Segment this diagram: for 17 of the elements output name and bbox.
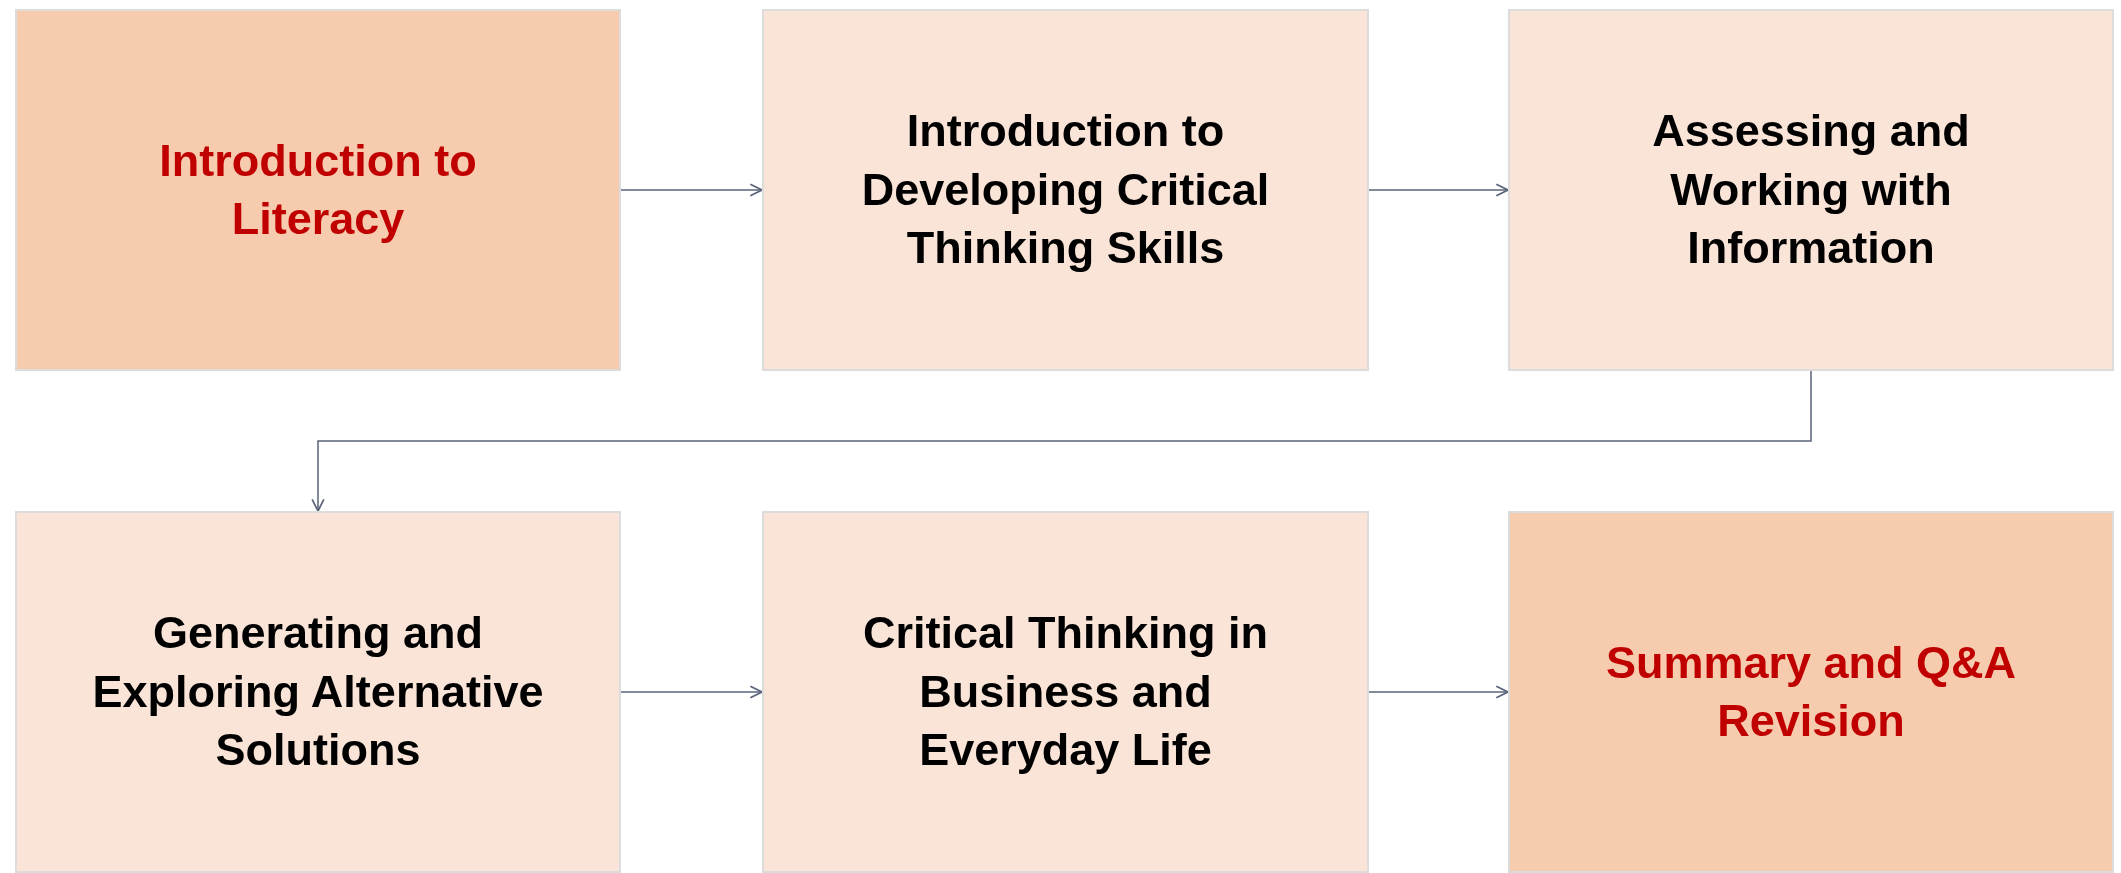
process-box (15, 511, 621, 873)
step-title: Summary and Q&A Revision (1604, 635, 2018, 748)
arrow (620, 685, 763, 699)
arrow (311, 370, 1812, 512)
arrow (1368, 685, 1509, 699)
process-box (762, 511, 1369, 873)
step-title: Assessing and Working with Information (1651, 104, 1971, 276)
arrow (1368, 183, 1509, 197)
process-box (762, 9, 1369, 371)
arrow (620, 183, 763, 197)
process-box (15, 9, 621, 371)
process-box (1508, 511, 2114, 873)
process-box (1508, 9, 2114, 371)
step-title: Generating and Exploring Alternative Solutions (92, 606, 544, 778)
step-title: Critical Thinking in Business and Everyday Life (862, 606, 1269, 778)
step-title: Introduction to Developing Critical Thinking Skills (860, 104, 1271, 276)
step-title: Introduction to Literacy (158, 133, 478, 246)
